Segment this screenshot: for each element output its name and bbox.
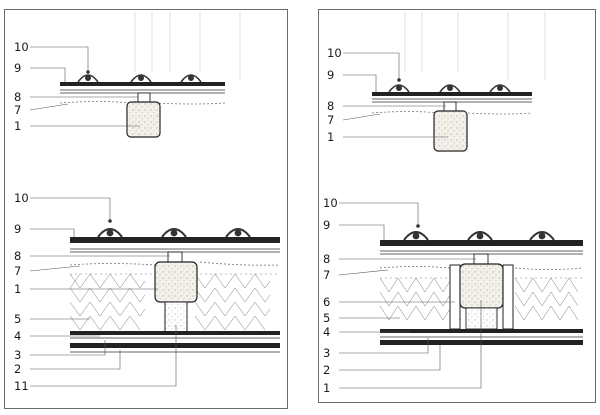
right-bottom-leaders (338, 202, 482, 389)
callout-number-7: 7 (323, 268, 330, 282)
left-bottom-section (69, 228, 281, 353)
callout-number-9: 9 (14, 61, 21, 75)
callout-number-5: 5 (323, 311, 330, 325)
callout-number-8: 8 (323, 252, 330, 266)
left-bottom-leaders (29, 197, 177, 387)
callout-number-4: 4 (323, 325, 330, 339)
callout-number-10: 10 (323, 196, 338, 210)
callout-number-6: 6 (323, 295, 330, 309)
callout-number-3: 3 (14, 348, 21, 362)
right-top-section (371, 84, 533, 152)
callout-number-9: 9 (327, 68, 334, 82)
left-top-labels: 10 9 8 7 1 (14, 40, 29, 133)
callout-number-9: 9 (323, 218, 330, 232)
callout-number-1: 1 (323, 381, 330, 395)
callout-number-3: 3 (323, 346, 330, 360)
callout-number-1: 1 (327, 130, 334, 144)
callout-number-8: 8 (14, 90, 21, 104)
callout-number-1: 1 (14, 282, 21, 296)
callout-number-7: 7 (14, 264, 21, 278)
callout-number-10: 10 (14, 191, 29, 205)
callout-number-5: 5 (14, 312, 21, 326)
callout-number-1: 1 (14, 119, 21, 133)
right-bottom-section (379, 231, 584, 345)
callout-number-7: 7 (14, 103, 21, 117)
right-top-labels: 10 9 8 7 1 (327, 46, 342, 144)
faint-guides (134, 12, 546, 80)
callout-number-4: 4 (14, 329, 21, 343)
callout-number-11: 11 (14, 379, 29, 393)
callout-number-2: 2 (14, 362, 21, 376)
callout-number-10: 10 (327, 46, 342, 60)
callout-number-9: 9 (14, 222, 21, 236)
right-top-leaders (342, 52, 448, 138)
callout-number-8: 8 (14, 249, 21, 263)
callout-number-10: 10 (14, 40, 29, 54)
left-top-section (59, 74, 226, 138)
right-bottom-labels: 10 9 8 7 6 5 4 3 2 1 (323, 196, 338, 395)
left-top-leaders (29, 46, 140, 127)
callout-number-2: 2 (323, 363, 330, 377)
left-panel-frame (4, 9, 288, 409)
callout-number-7: 7 (327, 113, 334, 127)
left-bottom-labels: 10 9 8 7 1 5 4 3 2 11 (14, 191, 29, 393)
callout-number-8: 8 (327, 99, 334, 113)
